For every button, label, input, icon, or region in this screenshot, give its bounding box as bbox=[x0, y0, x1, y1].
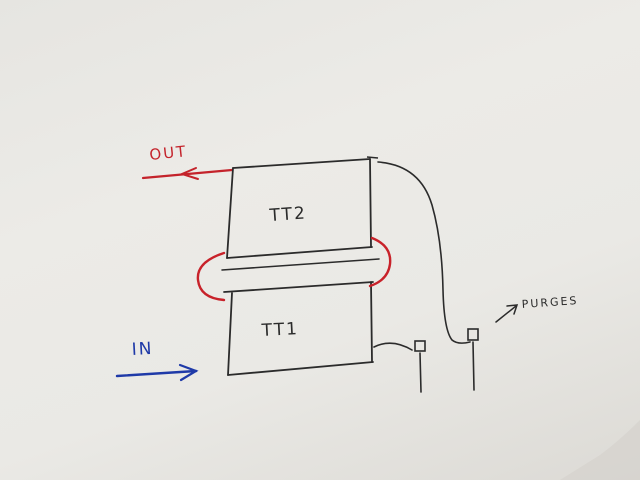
purges-arrow bbox=[495, 304, 519, 323]
right-connector bbox=[368, 236, 392, 288]
tank-bottom-label: TT1 bbox=[260, 319, 299, 341]
tank-top bbox=[226, 156, 379, 259]
purges-label: PURGES bbox=[521, 294, 579, 311]
tank-bottom bbox=[223, 281, 374, 376]
purge-line-bottom bbox=[373, 342, 413, 351]
left-connector bbox=[196, 251, 226, 302]
purge-line-top bbox=[377, 161, 471, 344]
paper-shadow bbox=[560, 420, 640, 480]
in-label: IN bbox=[131, 339, 154, 360]
purge-valve-1 bbox=[414, 340, 426, 393]
tank-top-label: TT2 bbox=[268, 203, 308, 226]
gap-line bbox=[221, 258, 380, 271]
purge-valve-2 bbox=[467, 328, 479, 391]
out-arrow bbox=[141, 167, 234, 180]
out-label: OUT bbox=[149, 142, 189, 164]
in-arrow bbox=[115, 363, 199, 382]
